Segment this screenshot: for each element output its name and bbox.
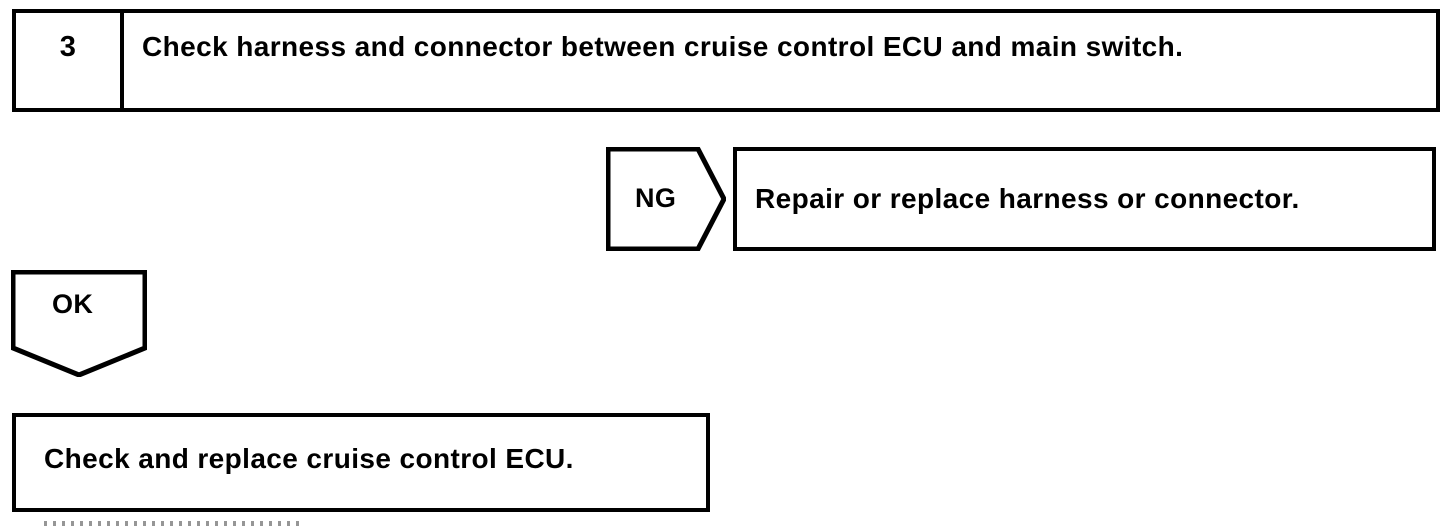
ng-action-box: Repair or replace harness or connector. bbox=[733, 147, 1436, 251]
ng-branch-arrow bbox=[606, 147, 726, 251]
ok-action-box: Check and replace cruise control ECU. bbox=[12, 413, 710, 512]
ok-action-text: Check and replace cruise control ECU. bbox=[44, 443, 574, 474]
step-row: 3 Check harness and connector between cr… bbox=[12, 9, 1440, 112]
ok-branch-label: OK bbox=[52, 289, 94, 319]
ng-branch-label: NG bbox=[635, 183, 677, 213]
scan-artifact bbox=[44, 521, 304, 526]
ng-action-text: Repair or replace harness or connector. bbox=[755, 183, 1300, 214]
step-description: Check harness and connector between crui… bbox=[142, 31, 1184, 62]
ok-branch-arrow bbox=[11, 270, 147, 377]
step-number-cell: 3 bbox=[16, 13, 124, 108]
step-number: 3 bbox=[59, 31, 77, 63]
